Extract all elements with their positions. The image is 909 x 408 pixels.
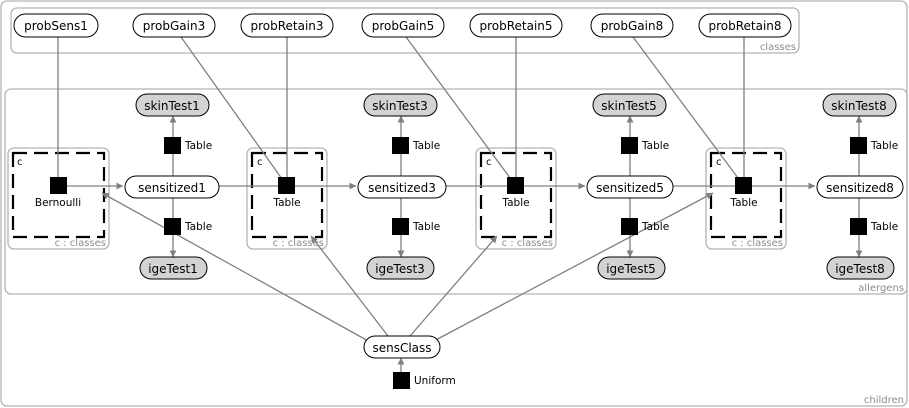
param-probRetain3: probRetain3 [240, 13, 334, 38]
node-skinTest8-label: skinTest8 [831, 99, 886, 113]
node-igeTest8: igeTest8 [826, 256, 895, 280]
node-skinTest1-label: skinTest1 [144, 99, 199, 113]
node-sensitized5: sensitized5 [586, 175, 674, 199]
factor-table-8-skin-label: Table [870, 140, 898, 152]
node-skinTest5-label: skinTest5 [601, 99, 656, 113]
node-igeTest5: igeTest5 [597, 256, 666, 280]
gate-3-selector: c [257, 157, 263, 168]
node-sensitized3: sensitized3 [357, 175, 447, 199]
param-probGain3: probGain3 [132, 13, 216, 38]
factor-table-5-transition-label: Table [501, 197, 529, 209]
node-sensitized1-label: sensitized1 [138, 181, 206, 195]
node-igeTest3: igeTest3 [366, 256, 435, 280]
edge-sensclass-gate5 [409, 235, 498, 337]
factor-table-1-skin: Table [164, 137, 212, 154]
factor-table-8-transition-label: Table [729, 197, 757, 209]
gate-8-label: c : classes [732, 238, 783, 249]
factor-table-5-ige: Table [621, 218, 669, 235]
node-skinTest3: skinTest3 [363, 93, 438, 117]
factor-table-5-skin: Table [621, 137, 669, 154]
factor-table-3-ige: Table [392, 218, 440, 235]
edge-probGain3 [180, 36, 288, 187]
node-igeTest8-label: igeTest8 [835, 262, 885, 276]
edge-sensclass-gate8 [431, 192, 714, 343]
node-sensitized8-label: sensitized8 [826, 181, 894, 195]
param-probGain5: probGain5 [361, 13, 445, 38]
node-skinTest5: skinTest5 [592, 93, 667, 117]
factor-bernoulli-label: Bernoulli [35, 197, 81, 209]
gate-5-selector: c [486, 157, 492, 168]
node-skinTest3-label: skinTest3 [372, 99, 427, 113]
factor-table-8-skin: Table [850, 137, 898, 154]
factor-bernoulli: Bernoulli [35, 177, 81, 209]
edges [57, 36, 863, 372]
param-probGain5-label: probGain5 [372, 19, 434, 33]
gate-1-selector: c [17, 157, 23, 168]
param-probSens1: probSens1 [13, 13, 99, 38]
factor-uniform: Uniform [393, 372, 456, 389]
param-probGain3-label: probGain3 [143, 19, 205, 33]
edge-probGain8 [632, 36, 745, 187]
allergens-plate [4, 88, 908, 295]
classes-plate [10, 7, 800, 54]
gate-3-label: c : classes [273, 238, 324, 249]
param-probGain8: probGain8 [590, 13, 674, 38]
node-skinTest8: skinTest8 [822, 93, 897, 117]
allergens-plate-label: allergens [858, 283, 904, 294]
children-plate-label: children [864, 395, 904, 406]
factor-table-1-ige: Table [164, 218, 212, 235]
factor-table-3-ige-label: Table [412, 221, 440, 233]
param-probRetain5: probRetain5 [469, 13, 563, 38]
param-probSens1-label: probSens1 [24, 19, 88, 33]
node-sensitized8: sensitized8 [816, 175, 904, 199]
factor-table-8-ige-label: Table [870, 221, 898, 233]
node-igeTest5-label: igeTest5 [606, 262, 656, 276]
node-sensitized1: sensitized1 [124, 175, 220, 199]
param-probGain8-label: probGain8 [601, 19, 663, 33]
gate-8-selector: c [716, 157, 722, 168]
factor-table-8-ige: Table [850, 218, 898, 235]
factor-table-3-transition: Table [272, 177, 301, 209]
node-igeTest1: igeTest1 [139, 256, 208, 280]
edge-probGain5 [405, 36, 517, 187]
node-skinTest1: skinTest1 [135, 93, 210, 117]
factor-table-1-skin-label: Table [184, 140, 212, 152]
node-sensClass: sensClass [363, 335, 441, 359]
factor-table-5-skin-label: Table [641, 140, 669, 152]
node-sensitized3-label: sensitized3 [368, 181, 436, 195]
factor-uniform-label: Uniform [414, 375, 456, 387]
param-probRetain5-label: probRetain5 [479, 19, 552, 33]
edge-sensclass-gate1 [101, 192, 371, 343]
node-igeTest3-label: igeTest3 [375, 262, 425, 276]
param-probRetain3-label: probRetain3 [250, 19, 323, 33]
factor-table-1-ige-label: Table [184, 221, 212, 233]
factor-table-8-transition: Table [729, 177, 758, 209]
param-probRetain8-label: probRetain8 [708, 19, 781, 33]
node-sensitized5-label: sensitized5 [596, 181, 664, 195]
gate-5-label: c : classes [502, 238, 553, 249]
factor-table-3-skin-label: Table [412, 140, 440, 152]
factor-table-3-skin: Table [392, 137, 440, 154]
node-igeTest1-label: igeTest1 [148, 262, 198, 276]
factor-table-5-transition: Table [501, 177, 530, 209]
edge-sensclass-gate3 [310, 235, 389, 337]
node-sensClass-label: sensClass [372, 341, 431, 355]
param-probRetain8: probRetain8 [698, 13, 792, 38]
classes-plate-label: classes [760, 42, 796, 53]
factor-table-3-transition-label: Table [272, 197, 300, 209]
gate-1-label: c : classes [55, 238, 106, 249]
factor-table-5-ige-label: Table [641, 221, 669, 233]
